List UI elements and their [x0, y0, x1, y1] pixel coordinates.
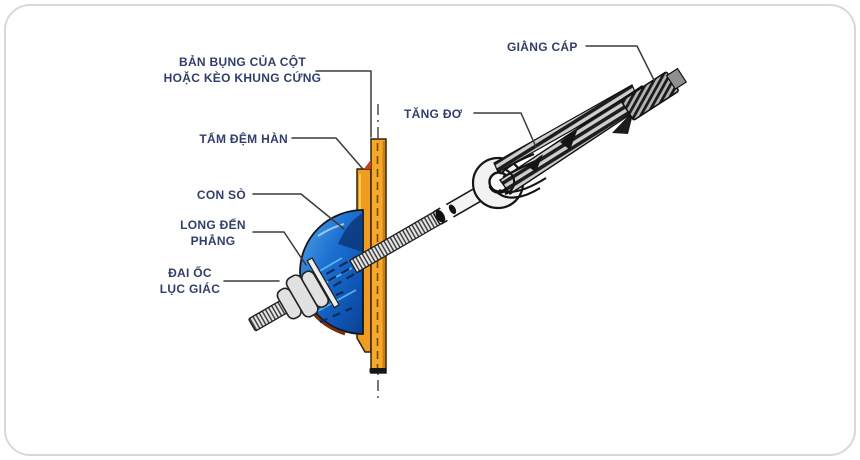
label-web-plate: BẢN BỤNG CỦA CỘT HOẶC KÈO KHUNG CỨNG [163, 55, 322, 85]
label-shell-nut: CON SÒ [196, 188, 246, 202]
label-turnbuckle: TĂNG ĐƠ [404, 107, 463, 121]
label-hex-nut: ĐAI ỐC LỤC GIÁC [159, 266, 221, 296]
label-cable-brace: GIẰNG CÁP [507, 40, 578, 54]
leader-web-plate [315, 70, 372, 138]
leader-weld-pad [291, 137, 363, 169]
rod-break-gap [439, 203, 454, 222]
hex-nuts [276, 270, 330, 320]
leader-cable-brace [585, 45, 655, 81]
weld-bead [364, 159, 371, 169]
leader-shell-nut [252, 193, 345, 230]
cable-strands [495, 152, 547, 199]
flat-washer [306, 257, 340, 309]
leader-flat-washer [252, 231, 307, 266]
leader-turnbuckle [473, 112, 537, 148]
cable [493, 67, 688, 199]
label-weld-pad: TẤM ĐỆM HÀN [199, 132, 288, 146]
label-flat-washer: LONG ĐẾN PHẲNG [180, 218, 246, 248]
ferrule [621, 67, 688, 121]
tie-rod [248, 186, 486, 332]
